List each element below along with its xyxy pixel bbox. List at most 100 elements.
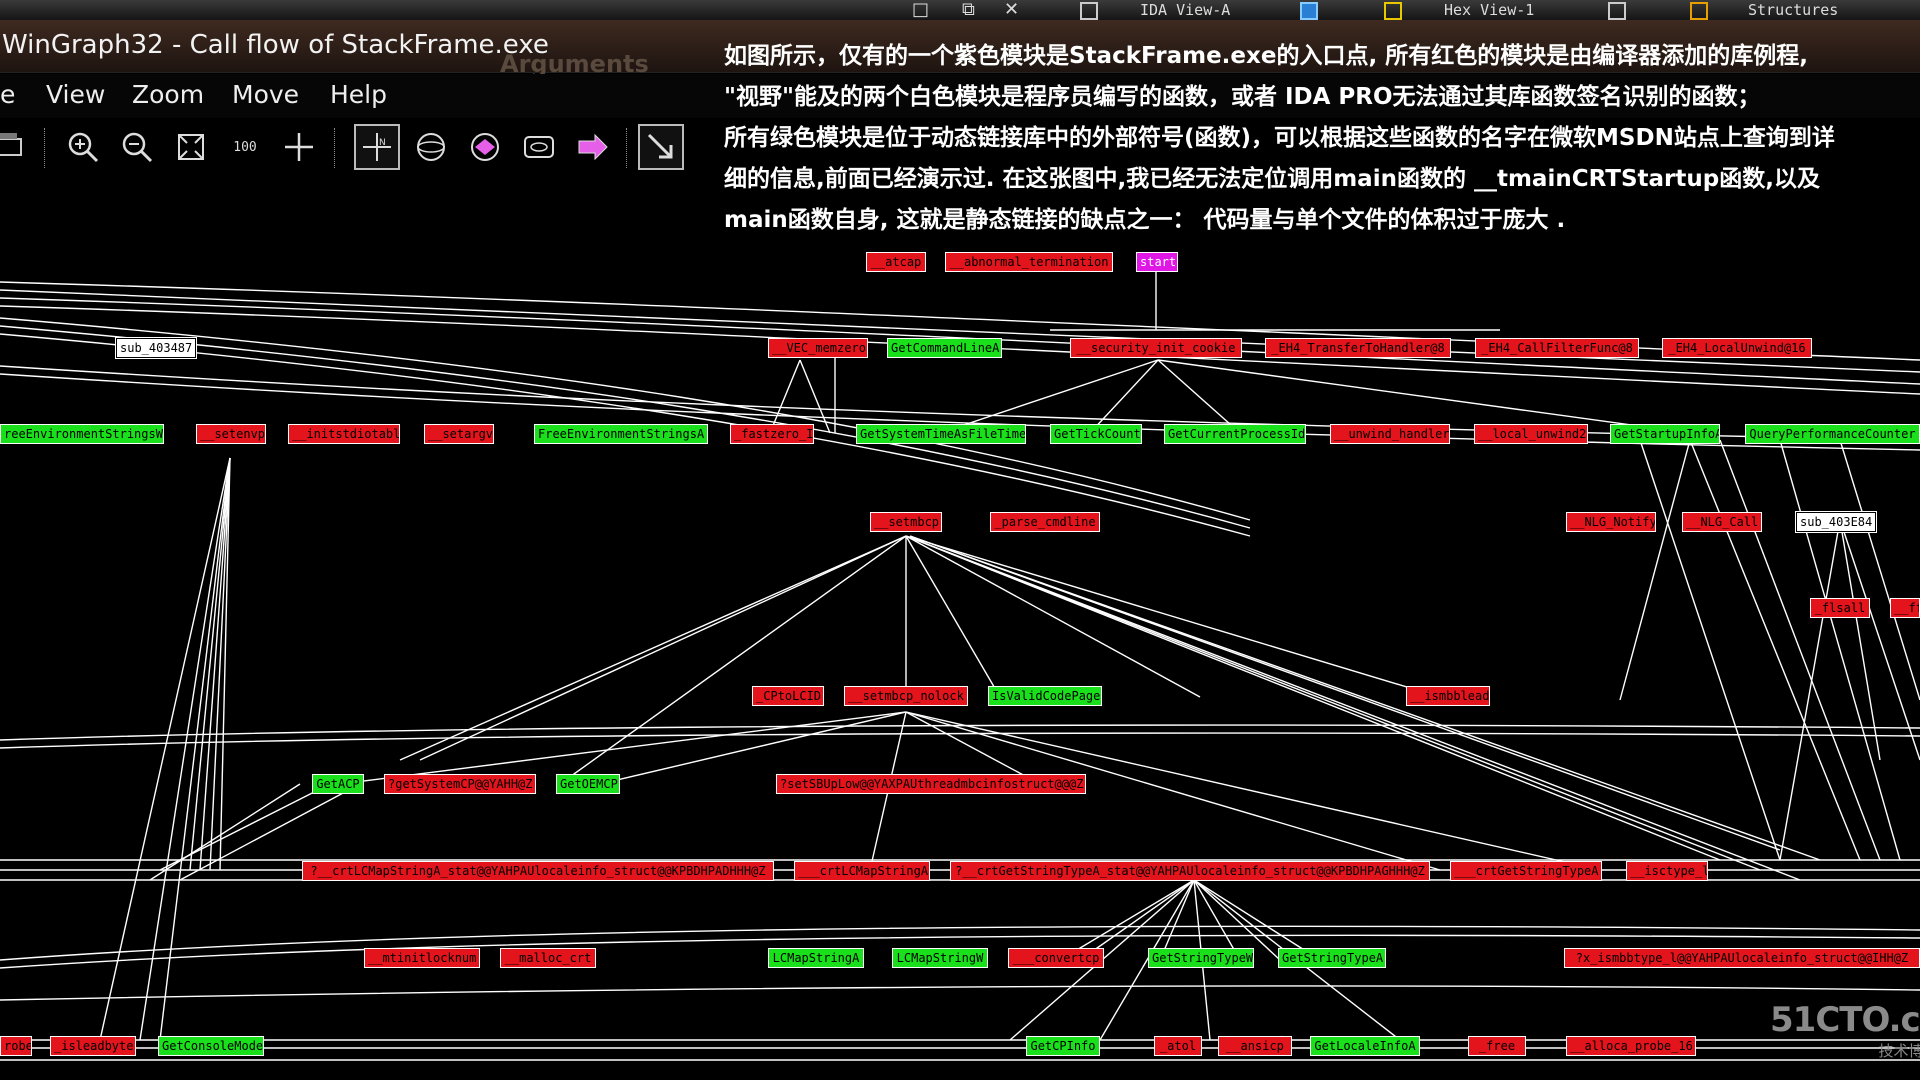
pink-arrow-icon[interactable] bbox=[570, 124, 616, 170]
graph-node-free[interactable]: _free bbox=[1468, 1036, 1526, 1056]
graph-node-getcurrentprocessid[interactable]: GetCurrentProcessId bbox=[1164, 424, 1306, 444]
graph-node-nlg-notify[interactable]: __NLG_Notify bbox=[1566, 512, 1656, 532]
graph-node-abnormal-termination[interactable]: __abnormal_termination bbox=[945, 252, 1113, 272]
graph-node-eh4-transfertohandler[interactable]: _EH4_TransferToHandler@8 bbox=[1265, 338, 1451, 358]
graph-node-atcap[interactable]: __atcap bbox=[866, 252, 926, 272]
watermark-logo: 51CTO.com bbox=[1770, 1000, 1920, 1040]
graph-node-getacp[interactable]: GetACP bbox=[312, 774, 364, 794]
cartesian-fisheye-icon[interactable] bbox=[516, 124, 562, 170]
graph-node-start-entry[interactable]: start bbox=[1136, 252, 1178, 272]
graph-node-crtlcmapstringa[interactable]: ___crtLCMapStringA bbox=[794, 861, 930, 881]
fit-window-icon[interactable] bbox=[168, 124, 214, 170]
graph-node-setenvp[interactable]: __setenvp bbox=[196, 424, 266, 444]
graph-node-lcmapstringw[interactable]: LCMapStringW bbox=[892, 948, 988, 968]
menu-item-file[interactable]: e bbox=[0, 80, 16, 109]
window-title: WinGraph32 - Call flow of StackFrame.exe bbox=[2, 30, 549, 60]
graph-node-x-ismbbtype-l[interactable]: ?x_ismbbtype_l@@YAHPAUlocaleinfo_struct@… bbox=[1564, 948, 1920, 968]
graph-node-ff[interactable]: __ff bbox=[1890, 598, 1920, 618]
graph-node-getsystemcp[interactable]: ?getSystemCP@@YAHH@Z bbox=[384, 774, 536, 794]
annotation-text: 如图所示，仅有的一个紫色模块是StackFrame.exe的入口点, 所有红色的… bbox=[724, 36, 1914, 241]
graph-node-getlocaleinfoa[interactable]: GetLocaleInfoA bbox=[1310, 1036, 1420, 1056]
graph-node-flsall[interactable]: _flsall bbox=[1810, 598, 1870, 618]
close-tab-icon[interactable] bbox=[1608, 2, 1626, 20]
annotation-line: main函数自身, 这就是静态链接的缺点之一： 代码量与单个文件的体积过于庞大 … bbox=[724, 207, 1566, 233]
graph-node-ansicp[interactable]: __ansicp bbox=[1218, 1036, 1292, 1056]
graph-node-eh4-callfilterfunc[interactable]: _EH4_CallFilterFunc@8 bbox=[1475, 338, 1639, 358]
graph-node-getstringtypew[interactable]: GetStringTypeW bbox=[1148, 948, 1254, 968]
graph-node-getoemcp[interactable]: GetOEMCP bbox=[556, 774, 620, 794]
window-titlebar: WinGraph32 - Call flow of StackFrame.exe… bbox=[0, 20, 1920, 78]
tab-hex-view-1[interactable]: Hex View-1 bbox=[1444, 1, 1535, 19]
graph-node-cptolcid[interactable]: _CPtoLCID bbox=[752, 686, 824, 706]
graph-node-getcpinfo[interactable]: GetCPInfo bbox=[1026, 1036, 1100, 1056]
toolbar-separator bbox=[334, 128, 338, 168]
graph-node-atol[interactable]: _atol bbox=[1154, 1036, 1202, 1056]
close-tab-icon[interactable] bbox=[1300, 2, 1318, 20]
normal-layout-icon[interactable]: N bbox=[354, 124, 400, 170]
graph-node-nlg-call[interactable]: __NLG_Call bbox=[1682, 512, 1762, 532]
menu-bar: e View Zoom Move Help bbox=[0, 74, 1920, 118]
graph-node-malloc-crt[interactable]: __malloc_crt bbox=[500, 948, 596, 968]
graph-node-parse-cmdline[interactable]: _parse_cmdline bbox=[990, 512, 1100, 532]
graph-node-isctype-l[interactable]: __isctype_l bbox=[1626, 861, 1708, 881]
graph-node-vec-memzero[interactable]: __VEC_memzero bbox=[768, 338, 868, 358]
graph-node-getsystemtimeasfiletime[interactable]: GetSystemTimeAsFileTime bbox=[856, 424, 1026, 444]
graph-node-setmbcp-nolock[interactable]: __setmbcp_nolock bbox=[844, 686, 968, 706]
graph-node-setmbcp[interactable]: __setmbcp bbox=[870, 512, 942, 532]
zoom-in-icon[interactable] bbox=[60, 124, 106, 170]
graph-node-initstdiotable[interactable]: __initstdiotable bbox=[288, 424, 400, 444]
graph-node-fastzero-i[interactable]: _fastzero_I bbox=[730, 424, 814, 444]
toolbar-separator bbox=[44, 128, 48, 168]
graph-node-security-init-cookie[interactable]: __security_init_cookie bbox=[1070, 338, 1242, 358]
annotation-line: 细的信息,前面已经演示过. 在这张图中,我已经无法定位调用main函数的 __t… bbox=[724, 166, 1820, 192]
hex-view-icon bbox=[1384, 2, 1402, 20]
graph-node-getconsolemode[interactable]: GetConsoleMode bbox=[158, 1036, 264, 1056]
menu-item-help[interactable]: Help bbox=[330, 80, 387, 109]
graph-node-freeenvironmentstringsw[interactable]: reeEnvironmentStringsW bbox=[0, 424, 164, 444]
watermark: 51CTO.com 技术博客 Blog bbox=[1770, 1000, 1920, 1061]
graph-node-getcommandlinea[interactable]: GetCommandLineA bbox=[887, 338, 1002, 358]
tab-structures[interactable]: Structures bbox=[1748, 1, 1839, 19]
graph-node-eh4-localunwind[interactable]: _EH4_LocalUnwind@16 bbox=[1662, 338, 1812, 358]
graph-node-convertcp[interactable]: ___convertcp bbox=[1008, 948, 1104, 968]
graph-node-local-unwind2[interactable]: __local_unwind2 bbox=[1474, 424, 1588, 444]
follow-edge-icon[interactable] bbox=[638, 124, 684, 170]
graph-node-mtinitlocknum[interactable]: __mtinitlocknum bbox=[364, 948, 480, 968]
graph-node-isvalidcodepage[interactable]: IsValidCodePage bbox=[988, 686, 1102, 706]
graph-node-setargv[interactable]: __setargv bbox=[424, 424, 494, 444]
menu-item-zoom[interactable]: Zoom bbox=[132, 80, 205, 109]
toolbar: 100 N bbox=[0, 118, 1920, 184]
graph-node-ismbblead[interactable]: __ismbblead bbox=[1406, 686, 1490, 706]
close-button[interactable]: ✕ bbox=[1004, 0, 1020, 20]
print-icon[interactable] bbox=[0, 124, 32, 170]
zoom-100-icon[interactable]: 100 bbox=[222, 124, 268, 170]
graph-node-unwind-handler[interactable]: __unwind_handler bbox=[1330, 424, 1450, 444]
minimize-button[interactable]: □ bbox=[912, 0, 930, 20]
toolbar-separator bbox=[626, 128, 630, 168]
graph-node-crtlcmapstringa-stat[interactable]: ?__crtLCMapStringA_stat@@YAHPAUlocaleinf… bbox=[302, 861, 774, 881]
restore-button[interactable]: ⧉ bbox=[962, 0, 975, 20]
graph-node-setsbuplow[interactable]: ?setSBUpLow@@YAXPAUthreadmbcinfostruct@@… bbox=[776, 774, 1086, 794]
menu-item-view[interactable]: View bbox=[46, 80, 106, 109]
menu-item-move[interactable]: Move bbox=[232, 80, 300, 109]
graph-node-robe[interactable]: robe bbox=[0, 1036, 32, 1056]
graph-node-getstartupinfoa[interactable]: GetStartupInfoA bbox=[1610, 424, 1720, 444]
graph-node-gettickcount[interactable]: GetTickCount bbox=[1050, 424, 1142, 444]
graph-node-crtgetstringtypea-stat[interactable]: ?__crtGetStringTypeA_stat@@YAHPAUlocalei… bbox=[950, 861, 1430, 881]
polar-fisheye-icon[interactable] bbox=[462, 124, 508, 170]
graph-node-isleadbyte[interactable]: _isleadbyte bbox=[50, 1036, 136, 1056]
graph-node-alloca-probe-16[interactable]: __alloca_probe_16 bbox=[1566, 1036, 1696, 1056]
zoom-out-icon[interactable] bbox=[114, 124, 160, 170]
graph-node-lcmapstringa[interactable]: LCMapStringA bbox=[768, 948, 864, 968]
graph-node-getstringtypea[interactable]: GetStringTypeA bbox=[1278, 948, 1386, 968]
ida-view-icon bbox=[1080, 2, 1098, 20]
center-icon[interactable] bbox=[276, 124, 322, 170]
graph-node-freeenvironmentstringsa[interactable]: FreeEnvironmentStringsA bbox=[534, 424, 708, 444]
graph-node-crtgetstringtypea[interactable]: ___crtGetStringTypeA bbox=[1450, 861, 1602, 881]
tab-ida-view-a[interactable]: IDA View-A bbox=[1140, 1, 1231, 19]
graph-node-sub-403e84[interactable]: sub_403E84 bbox=[1795, 511, 1877, 533]
fisheye-icon[interactable] bbox=[408, 124, 454, 170]
graph-node-queryperformancecounter[interactable]: QueryPerformanceCounter bbox=[1745, 424, 1920, 444]
graph-node-sub-403487[interactable]: sub_403487 bbox=[115, 337, 197, 359]
